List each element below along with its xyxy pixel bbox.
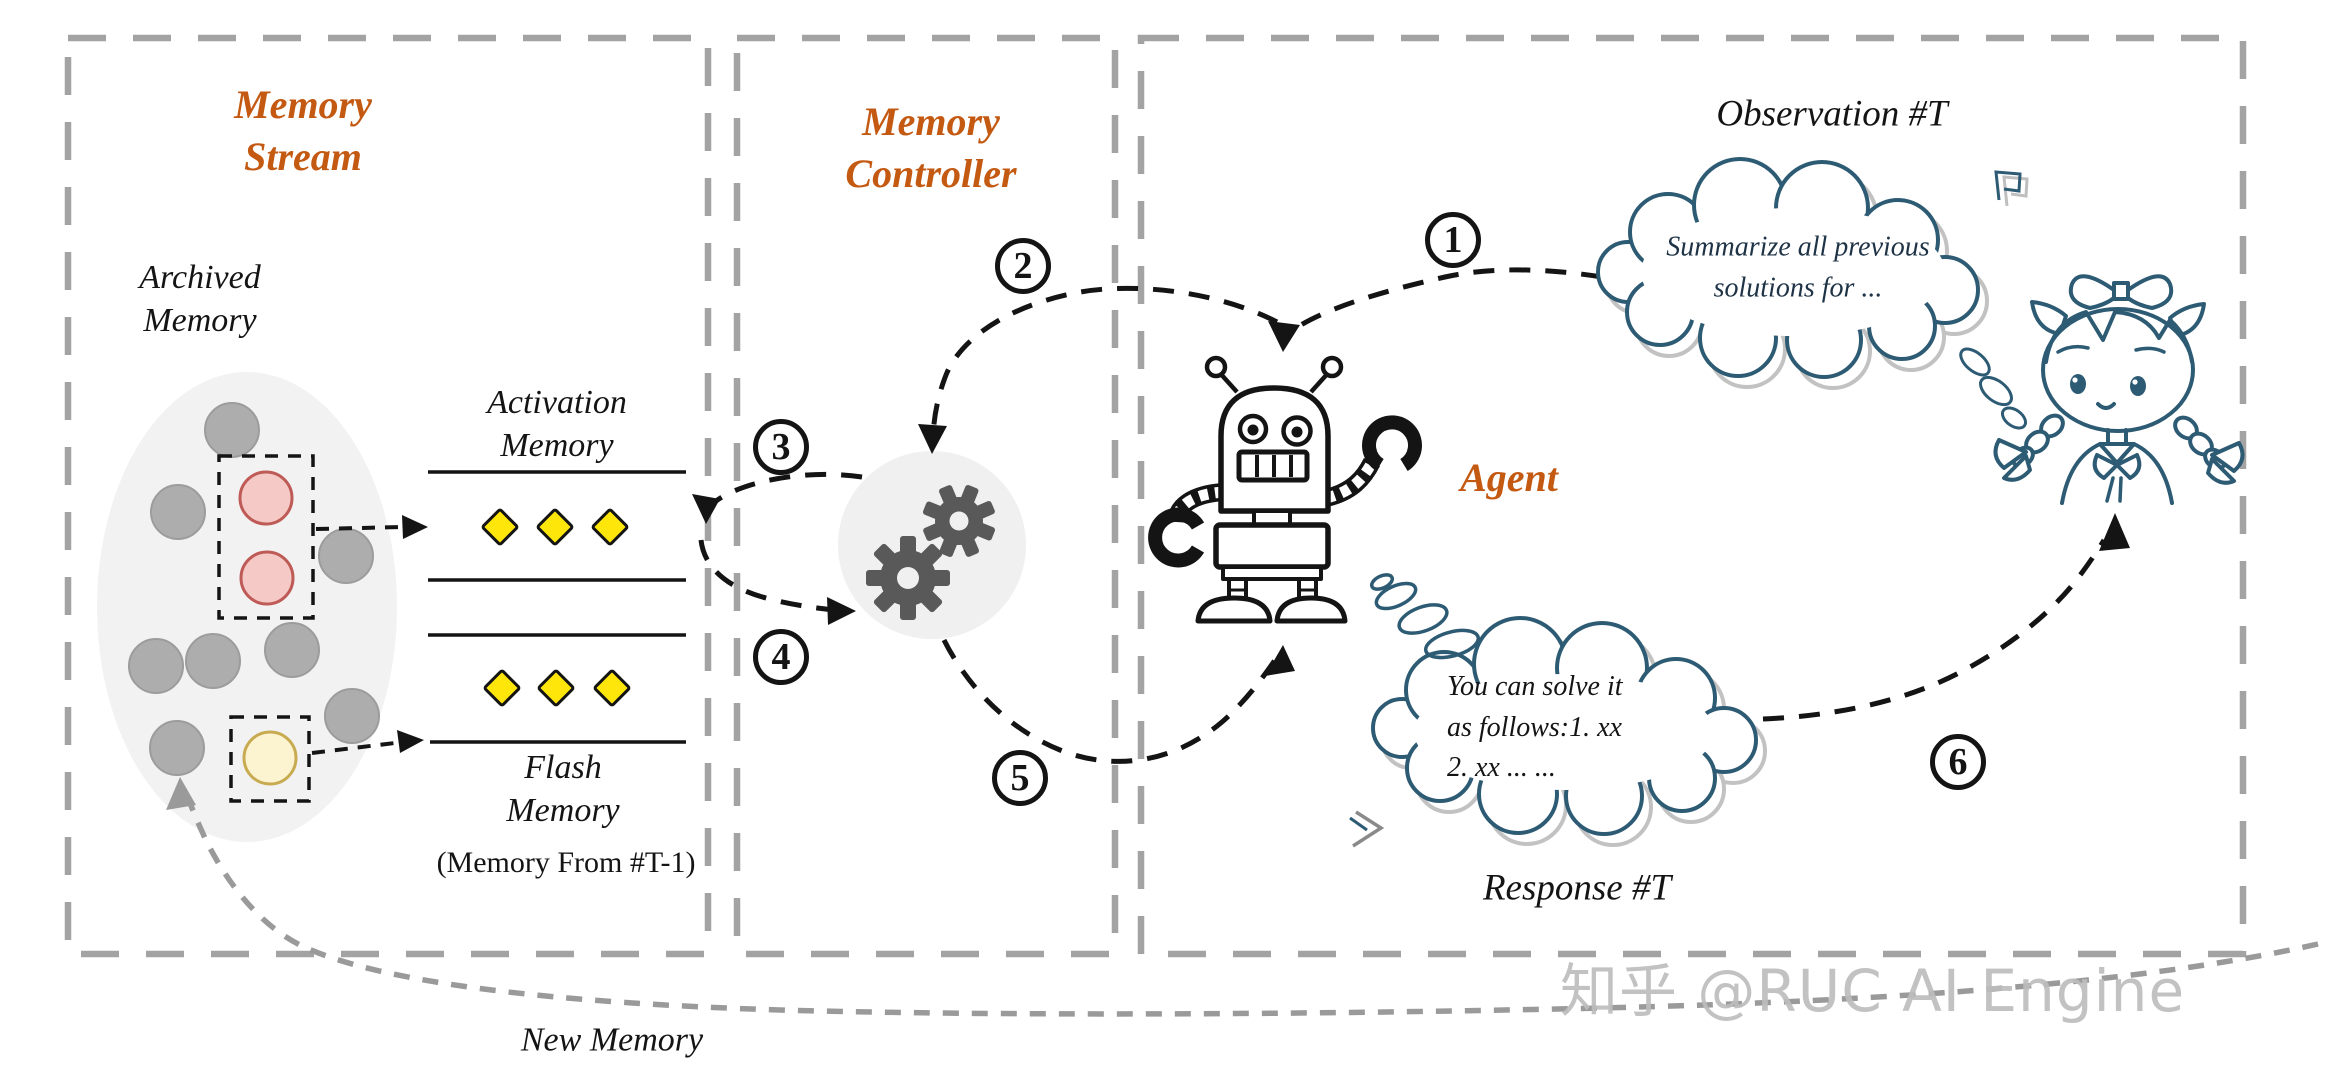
archived-memory-cluster (97, 372, 397, 842)
girl-icon (1993, 274, 2245, 505)
flow-arrow-3-controller-to-memory (714, 471, 863, 504)
step-badge-2: 2 (995, 238, 1051, 294)
observation-cloud-text: Summarize all previous solutions for ... (1666, 231, 1930, 303)
memory-node-gray (318, 528, 374, 584)
flash-memory-label: Flash Memory (506, 748, 620, 829)
step-badge-4: 4 (753, 629, 809, 685)
step-badge-6: 6 (1930, 734, 1986, 790)
new-memory-arrow (166, 777, 2319, 1017)
memory-node-gray (149, 720, 205, 776)
observation-title: Observation #T (1716, 93, 1948, 135)
memory-node-gray (128, 638, 184, 694)
flow-arrow-4-memory-to-controller (698, 539, 835, 613)
scribble-doodle (1369, 573, 1481, 660)
selection-box-red (217, 454, 315, 620)
robot-icon (1148, 355, 1422, 624)
retrieval-arrow-activation (315, 515, 428, 539)
activation-memory-label: Activation Memory (487, 383, 627, 464)
new-memory-label: New Memory (520, 1021, 704, 1059)
cloud-tail-doodle (1959, 347, 2028, 430)
response-title: Response #T (1482, 867, 1672, 909)
panel-agent-border (1137, 34, 2247, 958)
memory-controller-title: Memory Controller (845, 99, 1017, 196)
flow-arrowheads (692, 321, 2130, 676)
flash-memory-note: (Memory From #T-1) (436, 846, 696, 879)
chevron-doodle (1349, 810, 1385, 848)
flow-arrow-6-response-to-user (1762, 538, 2107, 722)
memory-stream-title: Memory Stream (234, 82, 372, 179)
memory-token-diamonds (481, 508, 631, 707)
memory-node-gray (324, 688, 380, 744)
flag-doodle (1994, 170, 2029, 207)
flow-arrow-2-agent-to-controller (930, 285, 1279, 437)
memory-slot-lines (428, 470, 686, 744)
response-cloud (1371, 616, 1767, 847)
agent-label: Agent (1460, 455, 1558, 500)
watermark: 知乎 @RUC AI Engine (1560, 957, 2186, 1025)
step-badge-1: 1 (1425, 212, 1481, 268)
memory-node-red (239, 550, 295, 606)
response-cloud-text: You can solve it as follows:1. xx 2. xx … (1447, 671, 1623, 784)
memory-node-gray (264, 622, 320, 678)
step-badge-5: 5 (992, 750, 1048, 806)
archived-memory-label: Archived Memory (139, 258, 261, 339)
observation-cloud (1596, 157, 2028, 430)
memory-node-yellow (242, 730, 298, 786)
memory-node-gray (204, 402, 260, 458)
flow-arrow-5-controller-to-agent (941, 638, 1278, 764)
selection-box-yellow (229, 715, 311, 803)
memory-node-gray (150, 484, 206, 540)
memory-node-gray (185, 633, 241, 689)
retrieval-arrow-flash (311, 730, 424, 755)
step-badge-3: 3 (753, 419, 809, 475)
gears-icon (838, 451, 1026, 639)
memory-node-red (238, 470, 294, 526)
flow-arrow-1-observation-to-agent (1294, 267, 1603, 331)
